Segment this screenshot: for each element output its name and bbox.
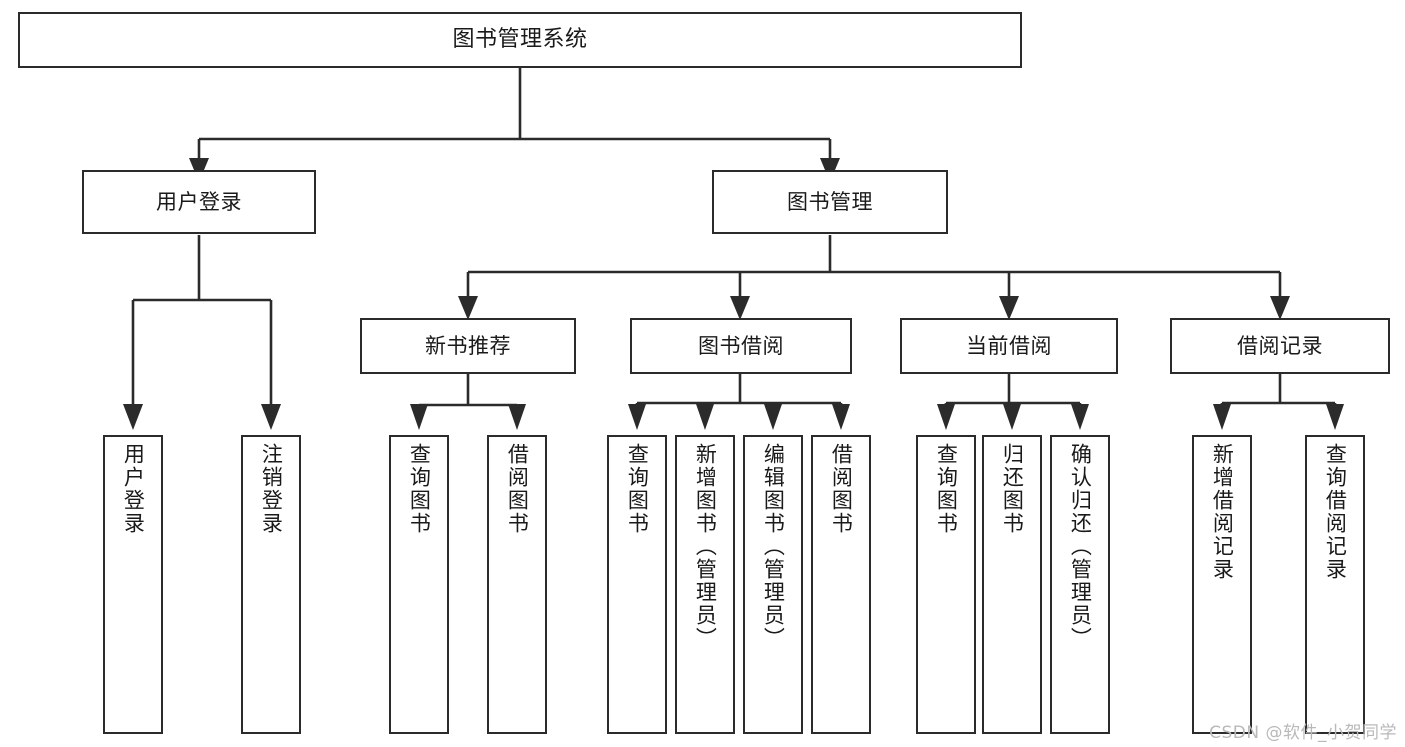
node-new-book-recommend[interactable]: 新书推荐: [360, 318, 576, 374]
node-label: 图书管理系统: [452, 27, 588, 53]
node-label: 当前借阅: [966, 333, 1052, 358]
node-label: 查询图书: [407, 443, 432, 535]
node-label: 查询借阅记录: [1323, 443, 1348, 581]
node-label: 新书推荐: [425, 333, 511, 358]
leaf-current-return-book[interactable]: 归还图书: [982, 435, 1042, 734]
node-root-system[interactable]: 图书管理系统: [18, 12, 1022, 68]
arrowheads: [123, 158, 1344, 430]
node-label: 借阅记录: [1237, 333, 1323, 358]
node-label: 查询图书: [934, 443, 959, 535]
node-label: 查询图书: [625, 443, 650, 535]
node-current-borrow[interactable]: 当前借阅: [900, 318, 1118, 374]
leaf-recommend-query-book[interactable]: 查询图书: [389, 435, 449, 734]
node-user-login[interactable]: 用户登录: [82, 170, 316, 234]
leaf-recommend-borrow-book[interactable]: 借阅图书: [487, 435, 547, 734]
node-label: 图书管理: [787, 189, 873, 214]
leaf-user-login[interactable]: 用户登录: [103, 435, 163, 734]
leaf-borrow-add-book-admin[interactable]: 新增图书（管理员）: [675, 435, 735, 734]
node-label: 新增借阅记录: [1210, 443, 1235, 581]
node-label: 借阅图书: [829, 443, 854, 535]
node-borrow-record[interactable]: 借阅记录: [1170, 318, 1390, 374]
node-label: 用户登录: [156, 189, 242, 214]
node-label: 编辑图书（管理员）: [761, 443, 786, 650]
node-label: 注销登录: [259, 443, 284, 535]
node-label: 图书借阅: [698, 333, 784, 358]
leaf-borrow-query-book[interactable]: 查询图书: [607, 435, 667, 734]
leaf-logout-login[interactable]: 注销登录: [241, 435, 301, 734]
leaf-current-confirm-return-admin[interactable]: 确认归还（管理员）: [1050, 435, 1110, 734]
leaf-record-add-record[interactable]: 新增借阅记录: [1192, 435, 1252, 734]
node-label: 借阅图书: [505, 443, 530, 535]
node-book-borrow[interactable]: 图书借阅: [630, 318, 852, 374]
leaf-borrow-edit-book-admin[interactable]: 编辑图书（管理员）: [743, 435, 803, 734]
leaf-current-query-book[interactable]: 查询图书: [916, 435, 976, 734]
node-label: 用户登录: [121, 443, 146, 535]
node-label: 归还图书: [1000, 443, 1025, 535]
node-label: 确认归还（管理员）: [1068, 443, 1093, 650]
leaf-borrow-borrow-book[interactable]: 借阅图书: [811, 435, 871, 734]
leaf-record-query-record[interactable]: 查询借阅记录: [1305, 435, 1365, 734]
node-label: 新增图书（管理员）: [693, 443, 718, 650]
node-book-management[interactable]: 图书管理: [712, 170, 948, 234]
